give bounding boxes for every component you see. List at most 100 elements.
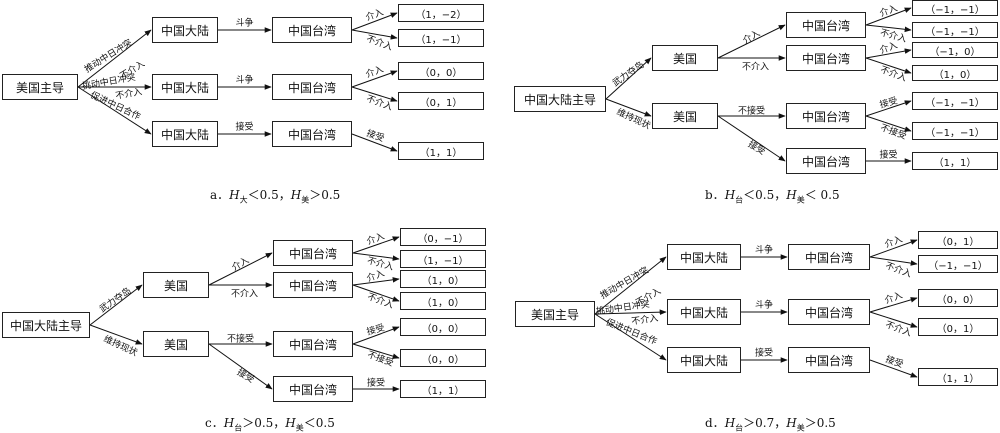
caption-var-2: H (285, 416, 296, 430)
decision-node: 中国台湾 (786, 45, 866, 71)
caption-sub-2: 美 (796, 195, 805, 205)
caption-op-1: ＞0.5， (242, 416, 286, 430)
edge-arrow (352, 284, 400, 302)
payoff-box: （0，1） (918, 231, 998, 249)
edge-arrow (869, 297, 918, 313)
edge-label: 斗争 (235, 75, 254, 86)
payoff-box: （0，0） (398, 62, 484, 80)
decision-node: 中国大陆 (667, 347, 741, 373)
payoff-box: （1，0） (400, 292, 486, 310)
edge-arrow (869, 359, 918, 378)
edge-label: 不接受 (737, 106, 766, 117)
caption-var-2: H (786, 188, 797, 202)
edge-arrow (351, 12, 398, 31)
root-node: 美国主导 (2, 74, 78, 100)
caption-prefix: b． (705, 188, 725, 202)
figure-caption: a．H大＜0.5，H美＞0.5 (210, 186, 340, 205)
caption-sub-2: 美 (796, 423, 805, 433)
root-node: 中国大陆主导 (2, 312, 90, 338)
decision-node: 中国台湾 (273, 240, 353, 266)
edge-arrow (865, 7, 912, 26)
edge-arrow (77, 86, 152, 135)
decision-node: 中国台湾 (786, 12, 866, 38)
decision-node: 中国大陆 (152, 17, 218, 43)
payoff-box: （0，0） (918, 289, 998, 307)
payoff-box: （1，0） (400, 270, 486, 288)
decision-node: 中国台湾 (788, 299, 870, 325)
payoff-box: （−1，−1） (912, 92, 998, 110)
edge-label: 斗争 (235, 18, 254, 29)
edge-label: 接受 (754, 348, 774, 359)
caption-var-1: H (223, 416, 235, 430)
edge-arrow (89, 324, 143, 345)
caption-var-2: H (786, 416, 797, 430)
decision-node: 中国台湾 (788, 347, 870, 373)
payoff-box: （−1，−1） (912, 122, 998, 140)
caption-sub-1: 大 (239, 195, 248, 205)
payoff-box: （−1，−1） (918, 255, 998, 273)
decision-node: 中国大陆 (667, 299, 741, 325)
edge-arrow (869, 239, 918, 258)
edge-arrow (594, 309, 667, 315)
decision-node: 中国台湾 (788, 244, 870, 270)
edge-arrow (869, 256, 918, 266)
edge-label: 斗争 (754, 245, 774, 256)
payoff-box: （1，1） (918, 368, 998, 386)
caption-op-2: ＞0.5 (804, 416, 836, 430)
caption-op-2: ＜0.5 (303, 416, 335, 430)
edge-arrow (717, 24, 786, 59)
decision-node: 中国台湾 (273, 331, 353, 357)
caption-prefix: c． (205, 416, 224, 430)
edge-label: 接受 (879, 150, 898, 161)
payoff-box: （0，0） (400, 318, 486, 336)
decision-node: 中国大陆 (667, 244, 741, 270)
edge-label: 不介入 (230, 289, 259, 300)
caption-prefix: d． (705, 416, 725, 430)
payoff-box: （1，−1） (398, 29, 484, 47)
edge-arrow (865, 48, 912, 59)
edge-label: 不介入 (741, 62, 770, 73)
decision-node: 中国大陆 (152, 74, 218, 100)
decision-node: 中国台湾 (272, 74, 352, 100)
edge-arrow (352, 326, 400, 345)
edge-arrow (352, 252, 400, 261)
figure-caption: c．H台＞0.5，H美＜0.5 (205, 414, 335, 433)
edge-arrow (594, 256, 667, 315)
caption-op-2: ＜ 0.5 (804, 188, 840, 202)
payoff-box: （0，−1） (400, 228, 486, 246)
caption-sub-1: 台 (735, 423, 744, 433)
payoff-box: （1，−1） (400, 250, 486, 268)
caption-prefix: a． (210, 188, 230, 202)
decision-node: 中国台湾 (273, 376, 353, 402)
edge-arrow (351, 29, 398, 40)
payoff-box: （1，1） (398, 142, 484, 160)
figure-caption: d．H台＞0.7，H美＞0.5 (705, 414, 836, 433)
decision-node: 中国台湾 (273, 272, 353, 298)
payoff-box: （−1，0） (912, 42, 998, 58)
edge-arrow (605, 98, 652, 117)
caption-sub-1: 台 (735, 195, 744, 205)
root-node: 美国主导 (515, 301, 595, 327)
caption-var-1: H (724, 416, 736, 430)
decision-node: 美国 (143, 272, 209, 298)
edge-arrow (352, 277, 400, 286)
edge-arrow (717, 115, 786, 162)
caption-op-1: ＜0.5， (743, 188, 787, 202)
caption-op-1: ＜0.5， (247, 188, 291, 202)
edge-arrow (351, 133, 398, 152)
edge-label: 不接受 (226, 334, 255, 345)
payoff-box: （0，1） (918, 318, 998, 336)
edge-arrow (865, 115, 912, 132)
payoff-box: （1，1） (912, 152, 998, 170)
edge-arrow (869, 311, 918, 328)
decision-node: 美国 (652, 103, 718, 129)
edge-arrow (351, 86, 398, 102)
payoff-box: （−1，−1） (912, 0, 998, 16)
edge-arrow (208, 343, 273, 390)
figure-caption: b．H台＜0.5，H美＜ 0.5 (705, 186, 840, 205)
payoff-box: （1，1） (400, 380, 486, 398)
edge-arrow (77, 29, 152, 88)
caption-op-1: ＞0.7， (743, 416, 787, 430)
payoff-box: （0，0） (400, 349, 486, 367)
